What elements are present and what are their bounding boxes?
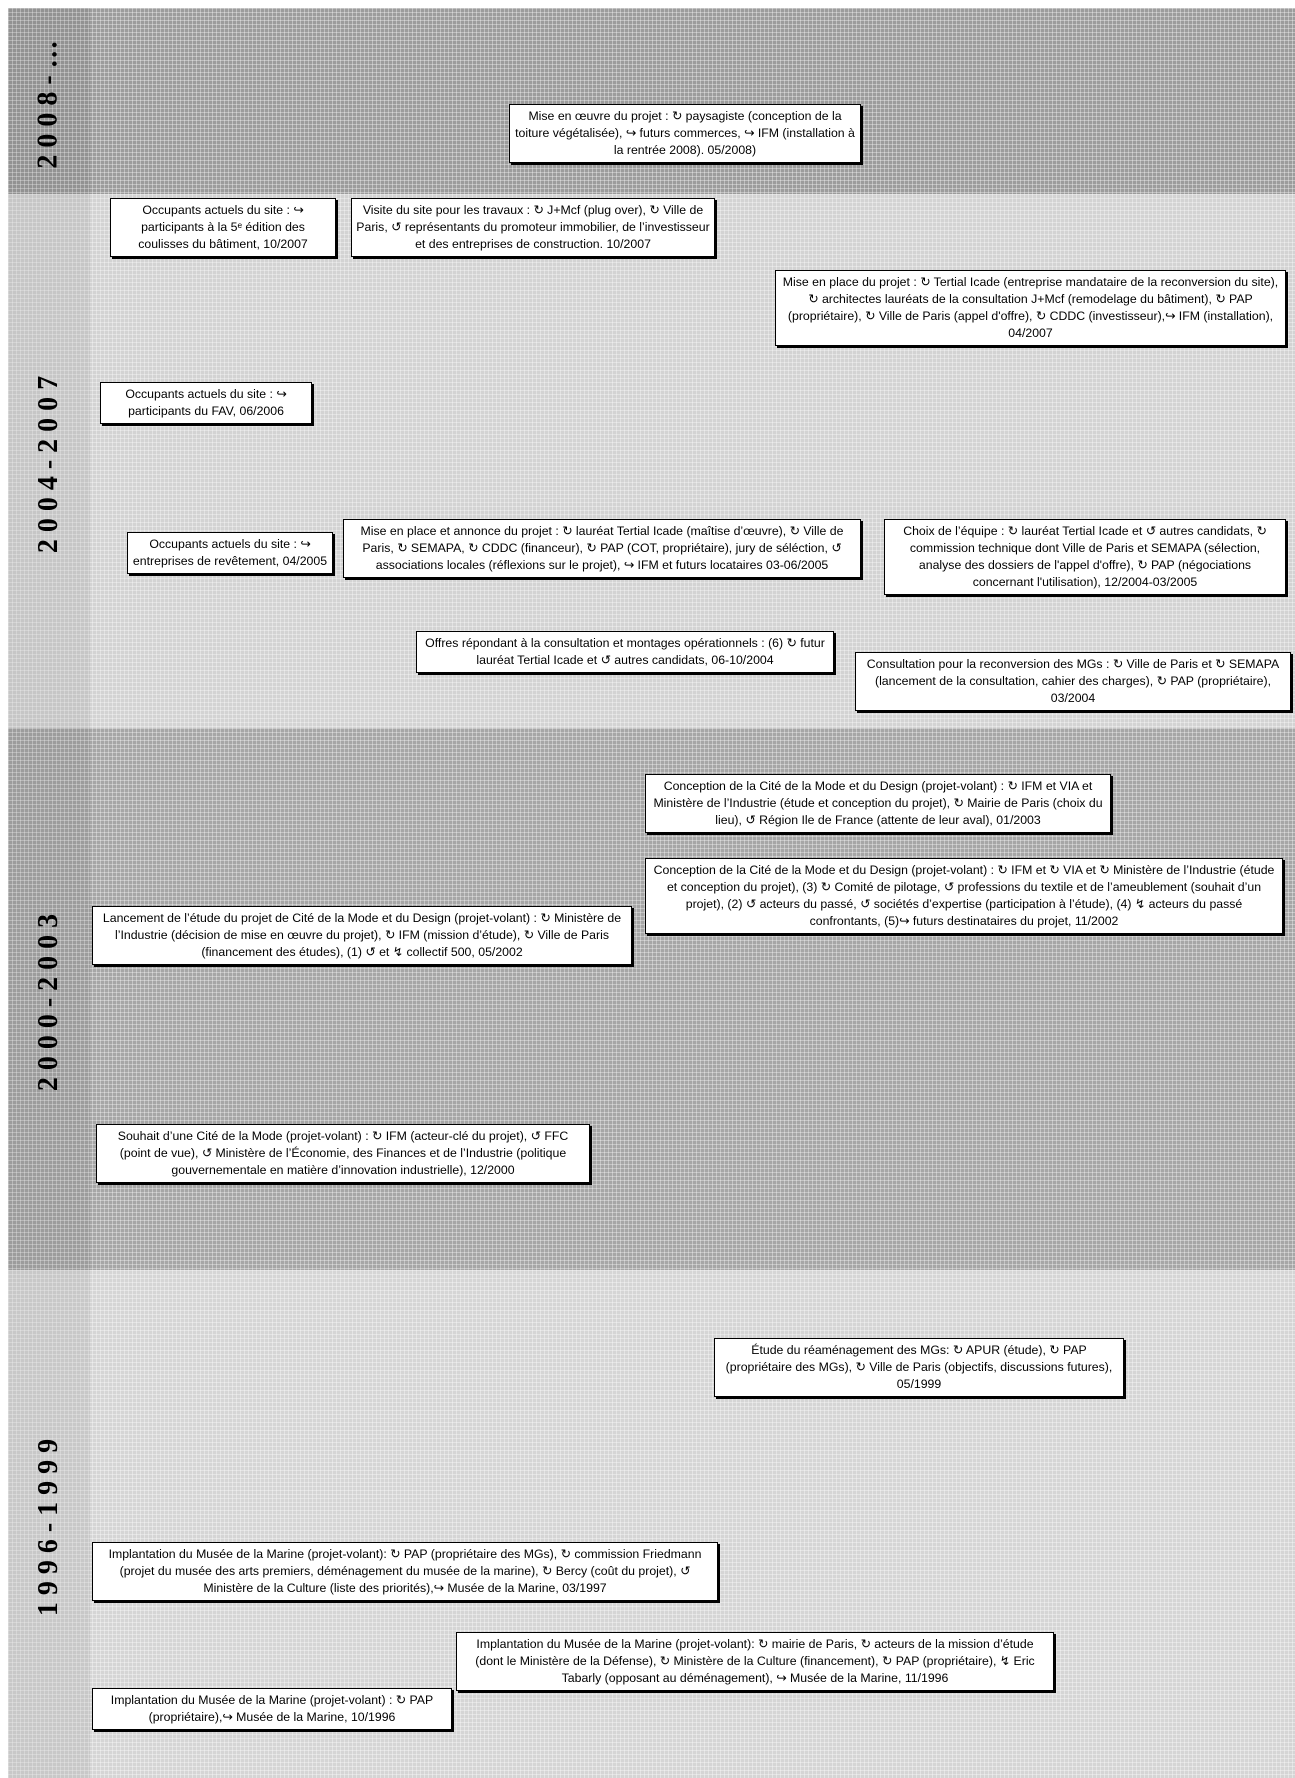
period-label-2008: 2008-… bbox=[33, 33, 65, 169]
period-band-2008 bbox=[8, 8, 1295, 194]
period-label-2000-2003: 2000-2003 bbox=[33, 906, 65, 1092]
period-label-1996-1999: 1996-1999 bbox=[33, 1431, 65, 1617]
event-box: Étude du réaménagement des MGs: ↻ APUR (… bbox=[714, 1338, 1124, 1397]
event-box: Occupants actuels du site : ↪ participan… bbox=[110, 198, 336, 257]
timeline-canvas: 2008-… 2004-2007 2000-2003 1996-1999 Mis… bbox=[8, 8, 1295, 1778]
event-box: Implantation du Musée de la Marine (proj… bbox=[92, 1688, 452, 1730]
event-box: Implantation du Musée de la Marine (proj… bbox=[456, 1632, 1054, 1691]
event-box: Occupants actuels du site : ↪ entreprise… bbox=[127, 532, 333, 574]
event-box: Choix de l’équipe : ↻ lauréat Tertial Ic… bbox=[884, 519, 1286, 595]
event-box: Consultation pour la reconversion des MG… bbox=[855, 652, 1291, 711]
event-box: Offres répondant à la consultation et mo… bbox=[416, 631, 834, 673]
event-box: Mise en place du projet : ↻ Tertial Icad… bbox=[775, 270, 1286, 346]
event-box: Mise en œuvre du projet : ↻ paysagiste (… bbox=[509, 104, 861, 163]
event-box: Conception de la Cité de la Mode et du D… bbox=[645, 774, 1111, 833]
event-box: Lancement de l’étude du projet de Cité d… bbox=[92, 906, 632, 965]
event-box: Souhait d’une Cité de la Mode (projet-vo… bbox=[96, 1124, 590, 1183]
event-box: Conception de la Cité de la Mode et du D… bbox=[645, 858, 1283, 934]
period-label-strip bbox=[8, 8, 90, 1778]
event-box: Implantation du Musée de la Marine (proj… bbox=[92, 1542, 718, 1601]
event-box: Mise en place et annonce du projet : ↻ l… bbox=[343, 519, 861, 578]
period-label-2004-2007: 2004-2007 bbox=[33, 368, 65, 554]
event-box: Occupants actuels du site : ↪ participan… bbox=[100, 382, 312, 424]
event-box: Visite du site pour les travaux : ↻ J+Mc… bbox=[351, 198, 715, 257]
